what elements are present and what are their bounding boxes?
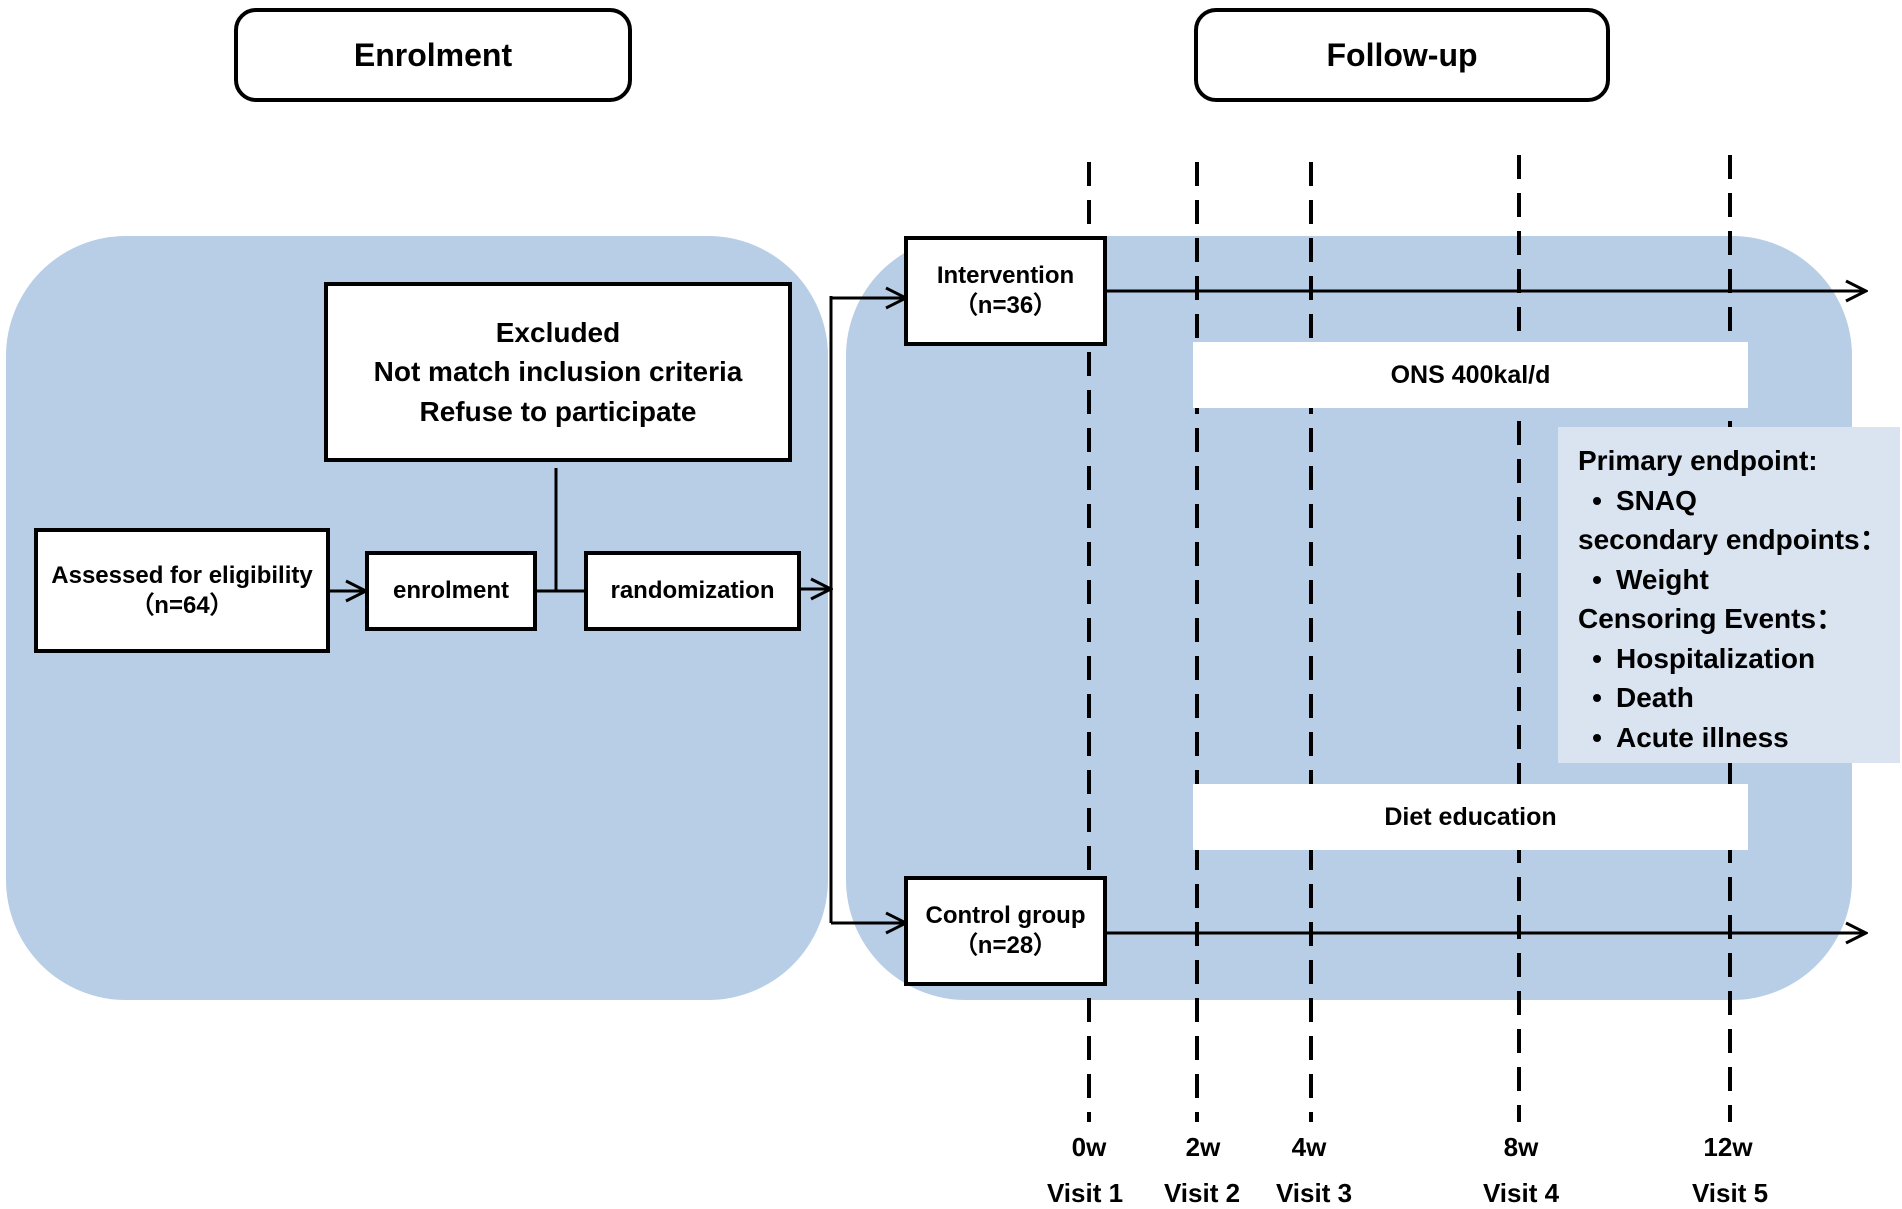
secondary-endpoint-weight: Weight — [1616, 563, 1709, 595]
week-label-0w: 0w — [1071, 1132, 1107, 1162]
bullet: • — [1592, 484, 1602, 516]
excluded-reason-2: Refuse to participate — [419, 395, 697, 427]
follow-up-header: Follow-up — [1194, 8, 1610, 102]
excluded-title: Excluded — [495, 317, 621, 349]
week-label-2w: 2w — [1185, 1132, 1221, 1162]
excluded-box: Excluded Not match inclusion criteria Re… — [324, 282, 792, 462]
diet-education-label: Diet education — [1384, 802, 1557, 831]
censoring-event-item: • Death — [1578, 678, 1900, 718]
secondary-endpoint-item: • Weight — [1578, 560, 1900, 600]
intervention-box: Intervention （n=36） — [904, 236, 1107, 346]
censoring-event-item: • Hospitalization — [1578, 639, 1900, 679]
week-label-8w: 8w — [1503, 1132, 1539, 1162]
visit-label-4: Visit 4 — [1482, 1178, 1560, 1208]
intervention-count: （n=36） — [953, 292, 1058, 319]
enrolment-box-label: enrolment — [392, 577, 509, 604]
ons-bar-label: ONS 400kal/d — [1390, 360, 1551, 389]
visit-label-1: Visit 1 — [1046, 1178, 1124, 1208]
bullet: • — [1592, 682, 1602, 713]
week-label-12w: 12w — [1703, 1132, 1753, 1162]
enrolment-header: Enrolment — [234, 8, 632, 102]
visit-label-3: Visit 3 — [1275, 1178, 1353, 1208]
week-label-4w: 4w — [1291, 1132, 1327, 1162]
visit-label-2: Visit 2 — [1163, 1178, 1241, 1208]
enrolment-box: enrolment — [365, 551, 537, 631]
censoring-event-death: Death — [1616, 682, 1694, 713]
primary-endpoint-snaq: SNAQ — [1616, 484, 1697, 516]
control-count: （n=28） — [953, 932, 1058, 959]
randomization-box: randomization — [584, 551, 801, 631]
secondary-endpoint-title: secondary endpoints： — [1578, 524, 1888, 555]
primary-endpoint-title: Primary endpoint: — [1578, 445, 1818, 476]
visit-label-5: Visit 5 — [1691, 1178, 1769, 1208]
assessed-label: Assessed for eligibility — [51, 561, 313, 589]
follow-up-header-label: Follow-up — [1326, 36, 1478, 73]
control-label: Control group — [925, 902, 1086, 929]
bullet: • — [1592, 563, 1602, 595]
randomization-label: randomization — [610, 577, 775, 604]
censoring-event-item: • Acute illness — [1578, 718, 1900, 758]
bullet: • — [1592, 721, 1602, 753]
primary-endpoint-item: • SNAQ — [1578, 481, 1900, 521]
excluded-reason-1: Not match inclusion criteria — [373, 356, 743, 388]
diet-education-bar: Diet education — [1193, 784, 1748, 850]
intervention-label: Intervention — [936, 262, 1075, 289]
control-box: Control group （n=28） — [904, 876, 1107, 986]
enrolment-header-label: Enrolment — [353, 36, 513, 73]
censoring-event-hospitalization: Hospitalization — [1616, 642, 1816, 674]
ons-bar: ONS 400kal/d — [1193, 342, 1748, 408]
endpoints-panel: Primary endpoint: • SNAQ secondary endpo… — [1558, 427, 1900, 763]
assessed-count: （n=64） — [130, 591, 234, 619]
assessed-box: Assessed for eligibility （n=64） — [34, 528, 330, 653]
bullet: • — [1592, 642, 1602, 674]
censoring-events-title: Censoring Events： — [1578, 603, 1845, 634]
censoring-event-acute-illness: Acute illness — [1616, 721, 1789, 753]
